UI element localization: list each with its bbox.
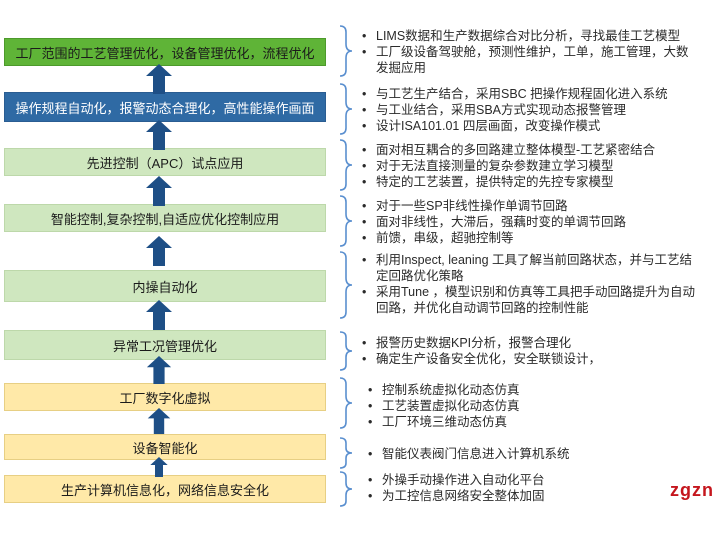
brace-icon xyxy=(339,195,353,247)
level-label-1: 工厂范围的工艺管理优化，设备管理优化，流程优化 xyxy=(15,45,315,61)
brace-icon xyxy=(339,331,353,371)
level-label-3: 先进控制（APC）试点应用 xyxy=(86,155,244,171)
bullet-group-7: 控制系统虚拟化动态仿真 工艺装置虚拟化动态仿真 工厂环境三维动态仿真 xyxy=(366,382,720,430)
brace-icon xyxy=(339,471,353,507)
bullet-item: 工艺装置虚拟化动态仿真 xyxy=(366,398,720,414)
level-label-2: 操作规程自动化，报警动态合理化，高性能操作画面 xyxy=(15,100,315,116)
level-box-4: 智能控制,复杂控制,自适应优化控制应用 xyxy=(4,204,326,232)
bullet-item: 为工控信息网络安全整体加固 xyxy=(366,488,720,504)
bullet-item: 智能仪表阀门信息进入计算机系统 xyxy=(366,446,720,462)
bullet-item: LIMS数据和生产数据综合对比分析，寻找最佳工艺模型 xyxy=(360,28,720,44)
level-label-9: 生产计算机信息化，网络信息安全化 xyxy=(60,482,269,498)
bullet-group-2: 与工艺生产结合，采用SBC 把操作规程固化进入系统 与工业结合，采用SBA方式实… xyxy=(360,86,720,134)
up-arrow-icon xyxy=(146,64,172,94)
level-box-2: 操作规程自动化，报警动态合理化，高性能操作画面 xyxy=(4,92,326,122)
bullet-continuation: 回路，并优化自动调节回路的控制性能 xyxy=(376,301,589,315)
level-label-5: 内操自动化 xyxy=(132,279,198,295)
bullet-item: 前馈，串级，超驰控制等 xyxy=(360,230,720,246)
level-box-7: 工厂数字化虚拟 xyxy=(4,383,326,411)
bullet-group-8: 智能仪表阀门信息进入计算机系统 xyxy=(366,446,720,462)
up-arrow-icon xyxy=(150,457,168,477)
up-arrow-icon xyxy=(146,300,172,330)
bullet-group-4: 对于一些SP非线性操作单调节回路 面对非线性，大滞后，强藕时变的单调节回路 前馈… xyxy=(360,198,720,246)
bullet-group-5: 利用Inspect, leaning 工具了解当前回路状态，并与工艺结 定回路优… xyxy=(360,252,720,316)
bullet-item: 面对相互耦合的多回路建立整体模型-工艺紧密结合 xyxy=(360,142,720,158)
level-box-1: 工厂范围的工艺管理优化，设备管理优化，流程优化 xyxy=(4,38,326,66)
bullet-group-9: 外操手动操作进入自动化平台 为工控信息网络安全整体加固 xyxy=(366,472,720,504)
bullet-item: 利用Inspect, leaning 工具了解当前回路状态，并与工艺结 xyxy=(360,252,720,268)
level-box-8: 设备智能化 xyxy=(4,434,326,460)
brace-icon xyxy=(339,25,353,77)
level-label-8: 设备智能化 xyxy=(132,440,198,456)
bullet-item: 工厂环境三维动态仿真 xyxy=(366,414,720,430)
bullet-item: 与工艺生产结合，采用SBC 把操作规程固化进入系统 xyxy=(360,86,720,102)
level-box-3: 先进控制（APC）试点应用 xyxy=(4,148,326,176)
bullet-item: 控制系统虚拟化动态仿真 xyxy=(366,382,720,398)
bullet-item: 采用Tune ，模型识别和仿真等工具把手动回路提升为自动 xyxy=(360,284,720,300)
brace-icon xyxy=(339,437,353,469)
bullet-group-3: 面对相互耦合的多回路建立整体模型-工艺紧密结合 对于无法直接测量的复杂参数建立学… xyxy=(360,142,720,190)
level-label-6: 异常工况管理优化 xyxy=(112,338,217,354)
bullet-item: 设计ISA101.01 四层画面，改变操作模式 xyxy=(360,118,720,134)
bullet-group-1: LIMS数据和生产数据综合对比分析，寻找最佳工艺模型 工厂级设备驾驶舱，预测性维… xyxy=(360,28,720,76)
up-arrow-icon xyxy=(147,408,171,434)
level-box-5: 内操自动化 xyxy=(4,270,326,302)
level-box-6: 异常工况管理优化 xyxy=(4,330,326,360)
up-arrow-icon xyxy=(146,236,172,266)
bullet-item: 工厂级设备驾驶舱，预测性维护，工单，施工管理，大数 xyxy=(360,44,720,60)
brace-icon xyxy=(339,83,353,135)
brace-icon xyxy=(339,377,353,429)
bullet-continuation: 定回路优化策略 xyxy=(376,269,464,283)
bullet-item: 外操手动操作进入自动化平台 xyxy=(366,472,720,488)
level-label-7: 工厂数字化虚拟 xyxy=(119,390,211,406)
bullet-item: 报警历史数据KPI分析，报警合理化 xyxy=(360,335,720,351)
bullet-group-6: 报警历史数据KPI分析，报警合理化 确定生产设备安全优化，安全联锁设计， xyxy=(360,335,720,367)
up-arrow-icon xyxy=(146,356,172,384)
logo: zgzn xyxy=(670,480,714,500)
bullet-item: 对于一些SP非线性操作单调节回路 xyxy=(360,198,720,214)
bullet-item: 特定的工艺装置，提供特定的先控专家模型 xyxy=(360,174,720,190)
up-arrow-icon xyxy=(146,176,172,206)
brace-icon xyxy=(339,251,353,319)
brace-icon xyxy=(339,139,353,191)
bullet-item: 与工业结合，采用SBA方式实现动态报警管理 xyxy=(360,102,720,118)
bullet-item: 对于无法直接测量的复杂参数建立学习模型 xyxy=(360,158,720,174)
bullet-item: 确定生产设备安全优化，安全联锁设计， xyxy=(360,351,720,367)
bullet-item: 面对非线性，大滞后，强藕时变的单调节回路 xyxy=(360,214,720,230)
up-arrow-icon xyxy=(146,120,172,150)
level-box-9: 生产计算机信息化，网络信息安全化 xyxy=(4,475,326,503)
bullet-continuation: 发掘应用 xyxy=(376,61,427,75)
level-label-4: 智能控制,复杂控制,自适应优化控制应用 xyxy=(50,211,280,227)
